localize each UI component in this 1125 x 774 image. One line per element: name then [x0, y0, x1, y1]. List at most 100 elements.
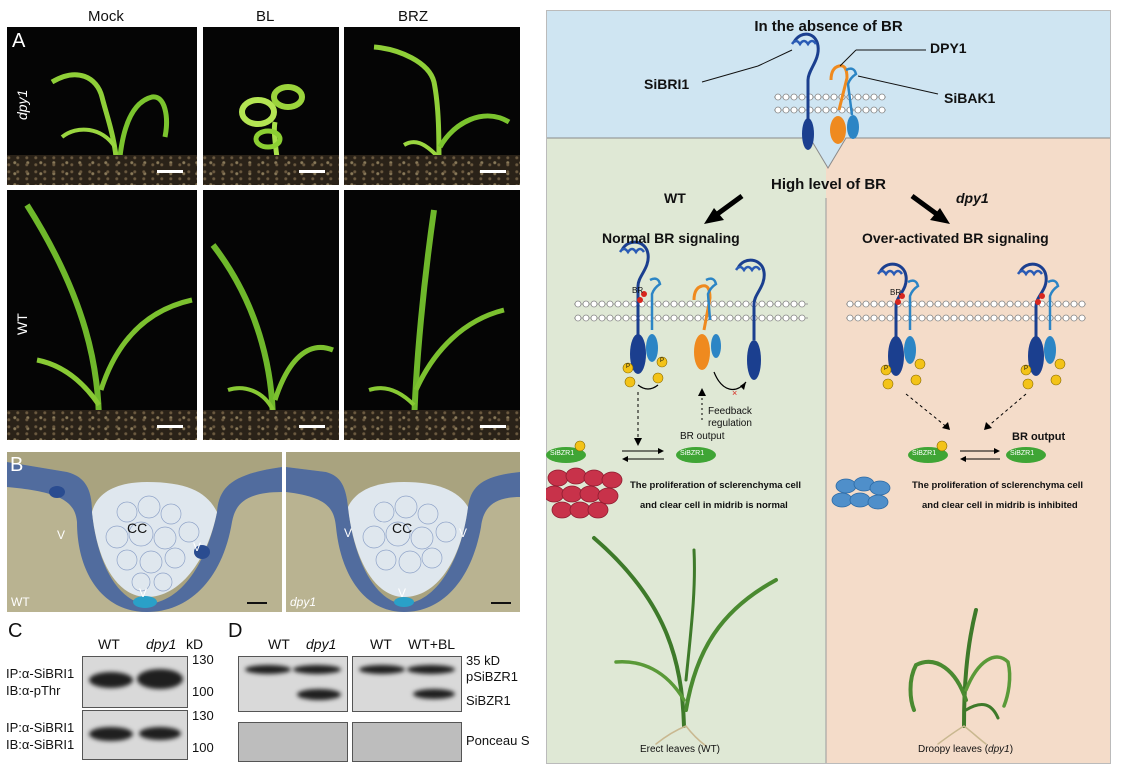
col-dpy1: dpy1: [306, 636, 337, 652]
br-output-dpy1: BR output: [1012, 431, 1066, 443]
br-label-dpy1: BR: [890, 288, 902, 297]
prolif-inhib-line2: and clear cell in midrib is inhibited: [922, 500, 1078, 511]
micrograph-dpy1: CC V V V dpy1: [286, 452, 520, 612]
marker-130-bottom: 130: [192, 708, 214, 723]
col-wt-1: WT: [268, 636, 290, 652]
receptor-dpy1-wt: [692, 277, 721, 370]
feedback-label: Feedback: [708, 406, 752, 417]
col-wt-2: WT: [370, 636, 392, 652]
micrograph-label-dpy1: dpy1: [290, 595, 317, 609]
signaling-model: ×: [546, 10, 1111, 764]
v-label-wt-3: V: [139, 586, 148, 600]
absence-title: In the absence of BR: [754, 18, 903, 35]
label-sibak1: SiBAK1: [944, 90, 996, 106]
normal-signaling: Normal BR signaling: [602, 230, 740, 246]
seedling-wt-bl: [210, 243, 334, 426]
col-wt-bl: WT+BL: [408, 636, 456, 652]
seedling-dpy1-bl: [239, 84, 305, 168]
prolif-normal-line2: and clear cell in midrib is normal: [640, 500, 788, 511]
label-sibri1: SiBRI1: [644, 76, 690, 92]
photo-dpy1-brz: [344, 27, 520, 185]
prolif-inhib-line1: The proliferation of sclerenchyma cell: [912, 480, 1084, 491]
p-wt-1: P: [626, 364, 631, 370]
panel-a-letter: A: [12, 30, 26, 52]
v-label-dpy1-1: V: [344, 526, 353, 540]
receptor-dpy1-top: [829, 64, 849, 144]
regulation-label: regulation: [708, 418, 752, 429]
col-label-bl: BL: [256, 8, 275, 25]
blot-top: [82, 656, 188, 708]
blot-bzr-left: [238, 656, 348, 712]
receptor-complex-dpy1-right: [1016, 262, 1066, 390]
band-psibzr1: pSiBZR1: [466, 669, 519, 684]
seedling-wt-brz: [368, 209, 505, 426]
marker-100-bottom: 100: [192, 740, 214, 755]
marker-100-top: 100: [192, 684, 214, 699]
ponceau-label: Ponceau S: [466, 733, 530, 748]
v-label-dpy1-2: V: [459, 526, 468, 540]
branch-dpy1: dpy1: [956, 190, 989, 206]
bzr-dpy1-2: SiBZR1: [1010, 450, 1035, 457]
row-label-wt: WT: [14, 313, 30, 335]
ponceau-left: [238, 722, 348, 762]
panel-c-letter: C: [8, 620, 23, 642]
model-background: ×: [546, 10, 1111, 764]
kd-label: kD: [186, 636, 204, 652]
seedling-dpy1-brz: [373, 44, 511, 168]
seedling-wt-mock: [24, 203, 193, 426]
branch-wt: WT: [664, 190, 686, 206]
br-label-wt: BR: [632, 286, 644, 295]
v-label-dpy1-3: V: [398, 586, 407, 600]
col-dpy1: dpy1: [146, 636, 177, 652]
p-wt-2: P: [660, 358, 665, 364]
midrib-section-dpy1: [286, 452, 520, 612]
row-label-dpy1: dpy1: [14, 89, 30, 120]
p-dpy1-2: P: [1024, 366, 1029, 372]
col-label-brz: BRZ: [398, 8, 428, 25]
svg-text:×: ×: [732, 388, 737, 398]
label-dpy1-protein: DPY1: [930, 40, 967, 56]
band-sibzr1: SiBZR1: [466, 693, 511, 708]
seedling-dpy1-mock: [50, 72, 169, 168]
marker-35kd: 35 kD: [466, 653, 500, 668]
blot-bottom-ib: IB:α-SiBRI1: [6, 737, 75, 752]
sclerenchyma-cells-dpy1: [831, 476, 891, 510]
br-output-wt: BR output: [680, 431, 725, 442]
blot-top-ip: IP:α-SiBRI1: [6, 666, 75, 681]
blot-bottom-ip: IP:α-SiBRI1: [6, 720, 75, 735]
receptor-complex-wt-active: [618, 240, 668, 388]
photo-dpy1-bl: [203, 27, 339, 185]
micrograph-wt: CC V V V WT: [7, 452, 282, 612]
scale-bar: [491, 602, 511, 604]
cc-label-dpy1: CC: [392, 520, 413, 536]
photo-wt-bl: [203, 190, 339, 440]
panel-d-letter: D: [228, 620, 243, 642]
micrograph-label-wt: WT: [11, 595, 30, 609]
blot-bzr-right: [352, 656, 462, 712]
blot-top-ib: IB:α-pThr: [6, 683, 61, 698]
marker-130-top: 130: [192, 652, 214, 667]
receptor-complex-dpy1-left: [876, 262, 926, 390]
ponceau-right: [352, 722, 462, 762]
col-wt: WT: [98, 636, 120, 652]
midrib-section-wt: [7, 452, 282, 612]
bzr-dpy1-1: SiBZR1: [912, 450, 937, 457]
photo-wt-brz: [344, 190, 520, 440]
receptor-sibri1-wt-inactive: [734, 258, 766, 380]
high-level-br: High level of BR: [770, 176, 886, 193]
panel-b-letter: B: [10, 454, 24, 476]
p-dpy1-1: P: [884, 366, 889, 372]
prolif-normal-line1: The proliferation of sclerenchyma cell: [630, 480, 802, 491]
receptor-sibak1-top: [845, 67, 859, 139]
sclerenchyma-cells-wt: [546, 467, 623, 519]
v-label-wt-2: V: [193, 540, 202, 554]
plant-droopy: [908, 608, 1012, 745]
receptor-sibri1-top: [790, 32, 820, 150]
col-label-mock: Mock: [88, 8, 124, 25]
over-activated-signaling: Over-activated BR signaling: [862, 230, 1049, 246]
blot-bottom: [82, 710, 188, 760]
scale-bar: [247, 602, 267, 604]
caption-erect: Erect leaves (WT): [640, 744, 721, 755]
bzr-wt-1: SiBZR1: [550, 450, 575, 457]
membrane-dpy1: [846, 300, 1086, 322]
